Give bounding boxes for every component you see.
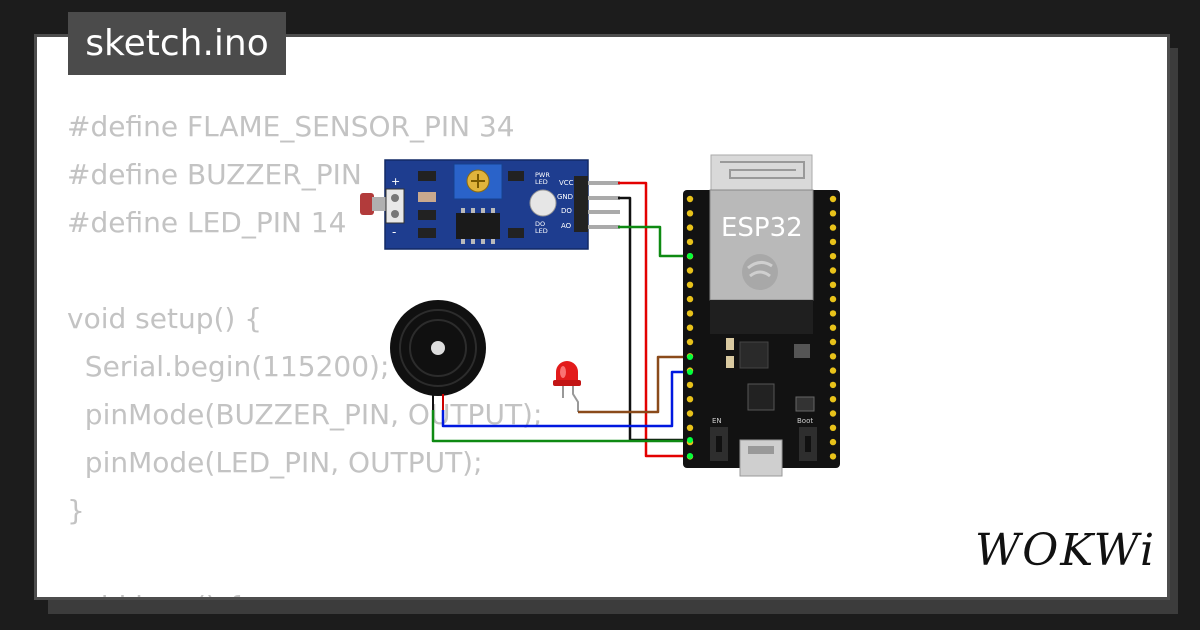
wire-buzzer-gnd: [431, 410, 690, 443]
header-pin[interactable]: [686, 210, 694, 217]
header-pin[interactable]: [829, 410, 837, 417]
header-pin[interactable]: [686, 410, 694, 417]
sensor-led: [529, 189, 557, 217]
code-line: #define BUZZER_PIN: [67, 158, 362, 191]
header-pin[interactable]: [829, 295, 837, 303]
red-led[interactable]: [553, 361, 581, 412]
boot-label: Boot: [797, 417, 813, 425]
pin-do-label: DO: [561, 207, 572, 215]
wire-buzzer-signal: [441, 370, 690, 428]
plus-label: +: [391, 175, 400, 188]
wire-vcc: [618, 181, 690, 458]
header-pin[interactable]: [686, 224, 694, 231]
code-line: #define LED_PIN 14: [67, 206, 347, 239]
header-pin[interactable]: [829, 281, 837, 288]
code-line: }: [67, 494, 85, 527]
code-line: #define FLAME_SENSOR_PIN 34: [67, 110, 515, 143]
wokwi-logo: WOKWi: [975, 525, 1157, 576]
header-pin[interactable]: [686, 238, 694, 246]
header-pin[interactable]: [829, 238, 837, 246]
pin-vcc-label: VCC: [559, 179, 574, 187]
header-pin[interactable]: [686, 267, 694, 274]
header-pin[interactable]: [829, 338, 837, 346]
wires: [431, 181, 690, 458]
header-pin[interactable]: [829, 195, 837, 203]
esp32-label: ESP32: [721, 213, 803, 243]
header-pin[interactable]: [829, 367, 837, 374]
pin-gnd-label: GND: [557, 193, 573, 201]
header-pin[interactable]: [686, 310, 694, 317]
header-pin[interactable]: [686, 396, 694, 403]
header-pin[interactable]: [829, 453, 837, 460]
header-pin[interactable]: [829, 424, 837, 431]
wire-ao: [618, 225, 690, 258]
ir-receiver-led: [360, 193, 374, 215]
header-pin[interactable]: [829, 210, 837, 217]
header-pin[interactable]: [686, 295, 694, 303]
usb-port[interactable]: [739, 439, 783, 477]
header-pin[interactable]: [686, 281, 694, 288]
en-label: EN: [712, 417, 722, 425]
buzzer[interactable]: [390, 300, 486, 410]
right-pin-header: [829, 195, 837, 460]
minus-label: -: [392, 225, 396, 239]
header-pin[interactable]: [686, 424, 694, 431]
header-pin[interactable]: [829, 324, 837, 331]
header-pin[interactable]: [829, 224, 837, 231]
header-pin[interactable]: [829, 310, 837, 317]
wire-led: [578, 355, 690, 414]
header-pin[interactable]: [829, 253, 837, 260]
header-pin[interactable]: [829, 381, 837, 389]
code-line: Serial.begin(115200);: [67, 350, 390, 383]
header-pin[interactable]: [686, 195, 694, 203]
esp32-board[interactable]: ESP32 EN Boot: [683, 154, 840, 477]
header-pin[interactable]: [686, 338, 694, 346]
code-line: pinMode(LED_PIN, OUTPUT);: [67, 446, 483, 479]
header-pin[interactable]: [829, 396, 837, 403]
preview-card: #define FLAME_SENSOR_PIN 34 #define BUZZ…: [34, 34, 1170, 600]
code-line: void setup() {: [67, 302, 263, 335]
header-pin[interactable]: [829, 438, 837, 446]
pin-ao-label: AO: [561, 222, 572, 230]
header-pin[interactable]: [829, 353, 837, 360]
wire-gnd: [618, 196, 690, 442]
header-pin[interactable]: [829, 267, 837, 274]
file-tab[interactable]: sketch.ino: [68, 12, 286, 75]
code-line: void loop() {: [67, 590, 244, 597]
header-pin[interactable]: [686, 324, 694, 331]
header-pin[interactable]: [686, 381, 694, 389]
